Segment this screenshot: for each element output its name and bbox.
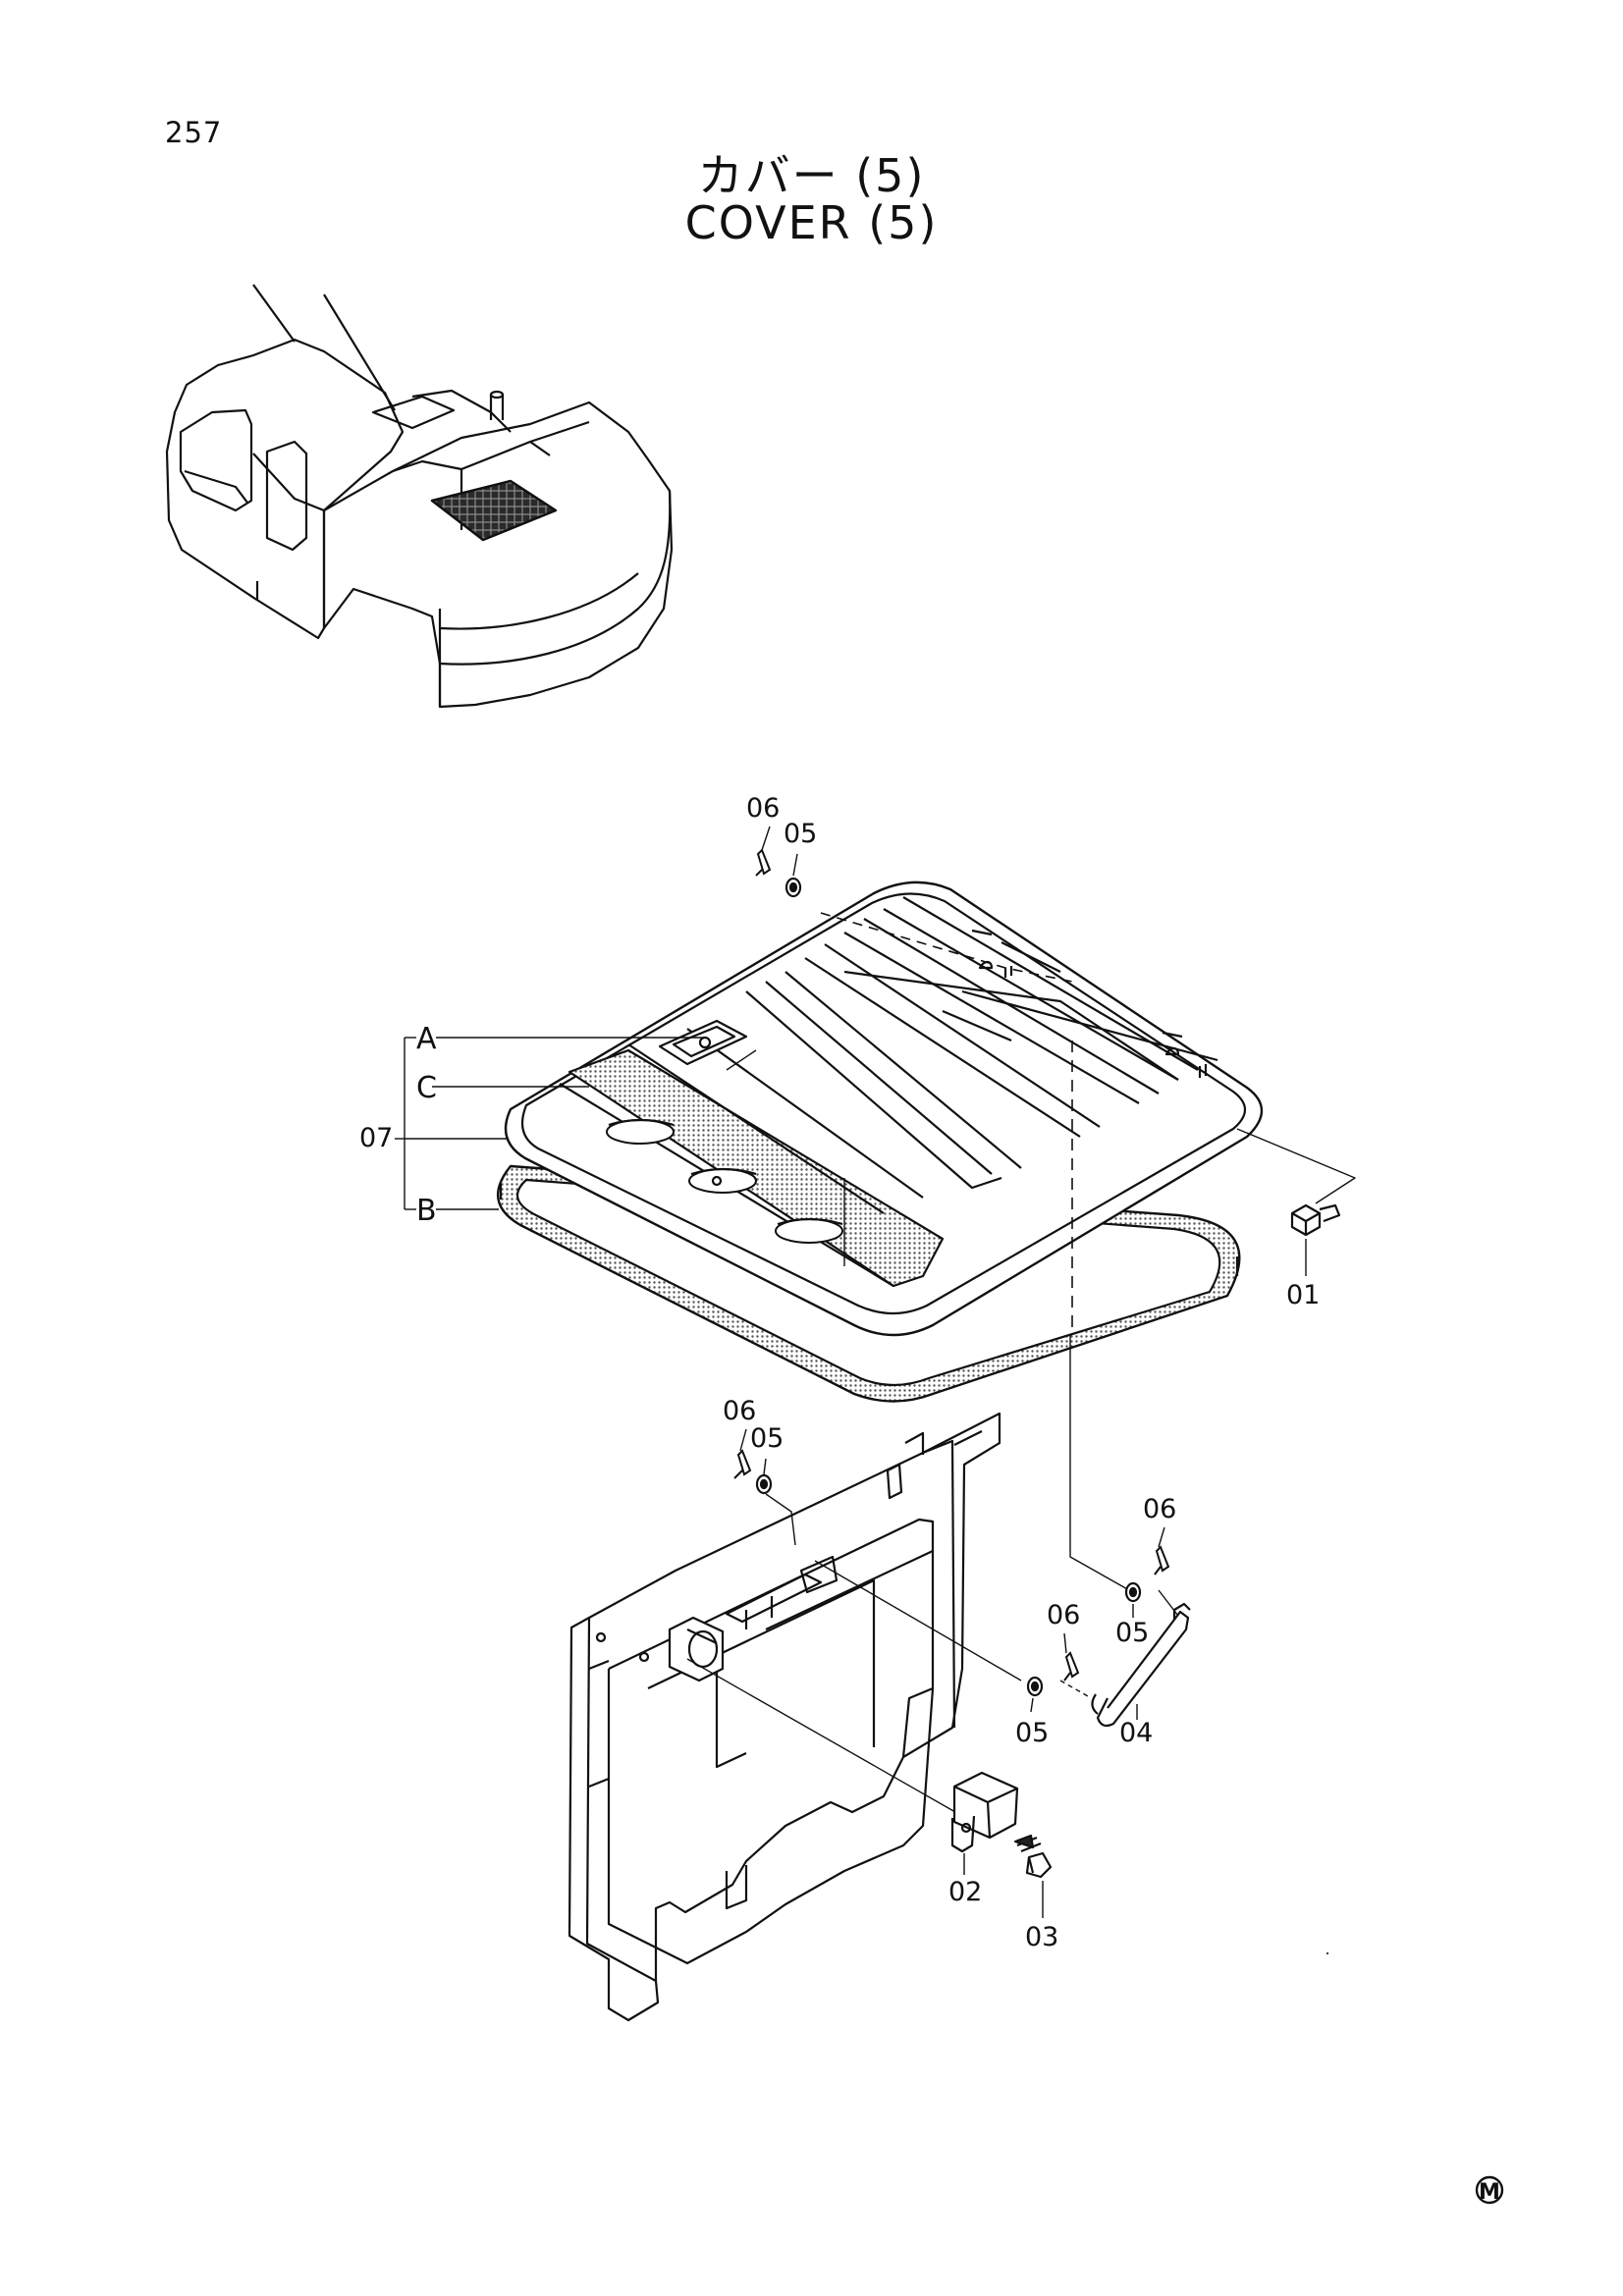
model-mark-letter: M [1479, 2180, 1500, 2205]
split-pin-06-icon [733, 848, 1170, 1682]
callout-06: 06 [1047, 1600, 1080, 1630]
callout-04: 04 [1119, 1718, 1153, 1748]
model-mark-icon: M [1475, 2175, 1504, 2205]
engine-cover-assembly [497, 881, 1356, 1403]
callout-sub-c: C [416, 1071, 437, 1105]
title-japanese: カバー (5) [697, 149, 926, 202]
callout-05: 05 [1115, 1618, 1149, 1648]
excavator-location-illustration [165, 284, 674, 709]
callout-01: 01 [1286, 1280, 1320, 1310]
bolt-03-icon [1013, 1834, 1053, 1879]
bolt-01-icon [1290, 1203, 1341, 1276]
callout-05: 05 [1015, 1718, 1049, 1748]
washer-05-icon [755, 877, 1142, 1697]
callout-leaders [395, 826, 1165, 1918]
callout-05: 05 [750, 1423, 784, 1454]
title-english: COVER (5) [684, 196, 939, 249]
stay-rod [1059, 1335, 1191, 1728]
callout-06: 06 [723, 1396, 756, 1426]
callout-06: 06 [746, 793, 780, 824]
callout-sub-a: A [416, 1022, 437, 1056]
callout-02: 02 [948, 1877, 982, 1907]
callout-07: 07 [359, 1123, 393, 1153]
callout-labels: 06 05 A C 07 B 01 06 05 06 06 05 05 04 0… [359, 793, 1320, 1952]
callout-03: 03 [1025, 1922, 1058, 1952]
page-number: 257 [165, 116, 223, 149]
partition-frame [568, 1412, 1022, 2022]
callout-sub-b: B [416, 1194, 437, 1228]
callout-06: 06 [1143, 1494, 1176, 1524]
callout-05: 05 [784, 819, 817, 849]
latch-bracket [950, 1771, 1019, 1853]
